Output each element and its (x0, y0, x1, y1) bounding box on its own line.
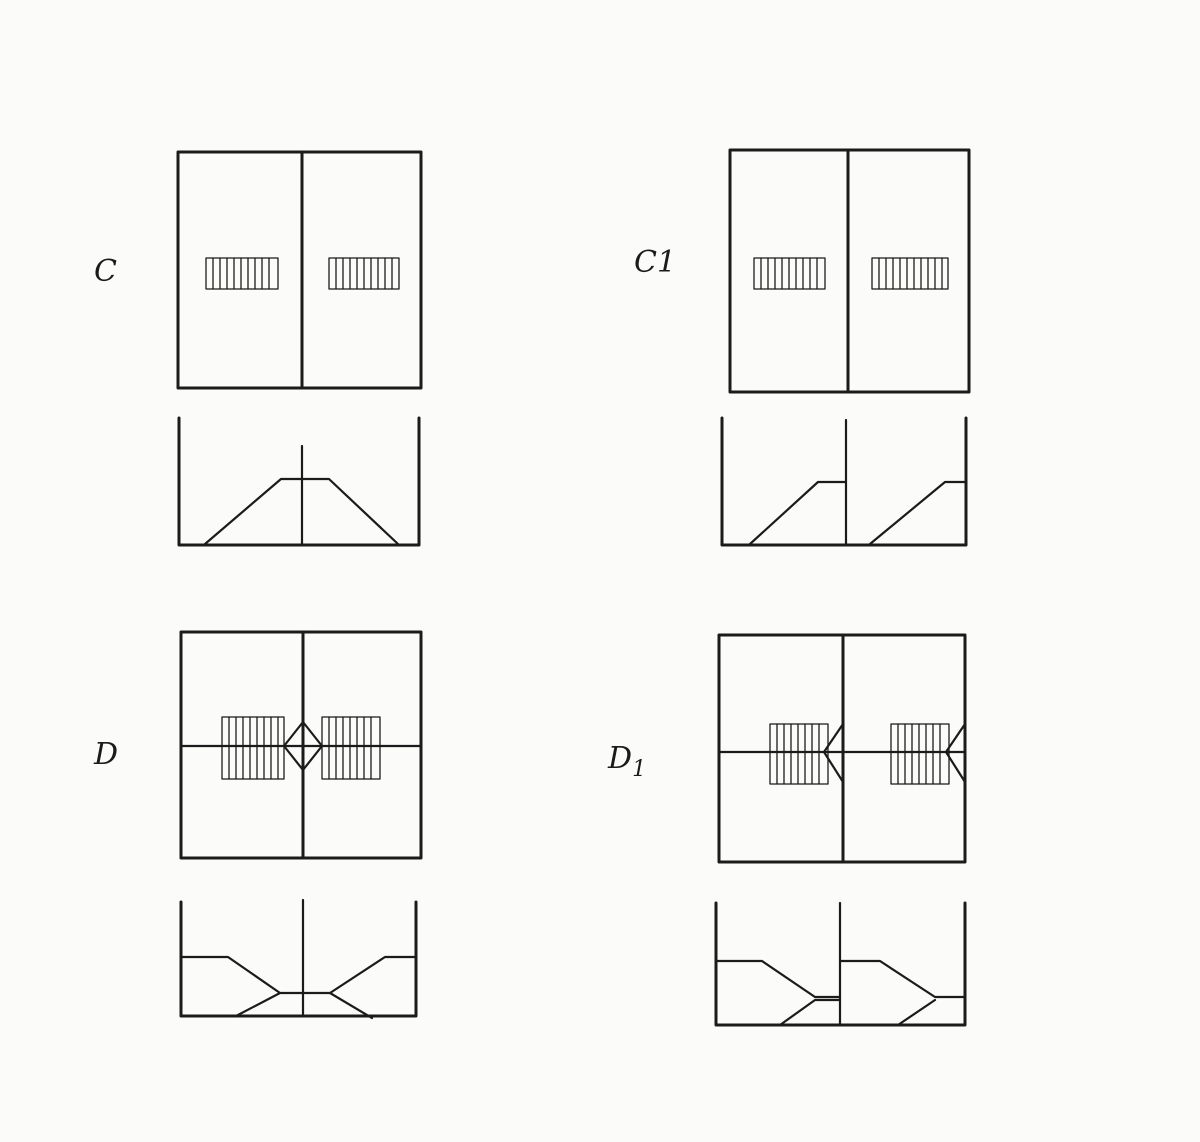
section-c-stair-profile (203, 477, 400, 546)
section-d1-left-upper-flight (714, 959, 842, 999)
plan-c1-outline (728, 148, 971, 394)
section-d-upper-flights (179, 955, 418, 995)
section-d-frame (179, 900, 418, 1018)
panel-d1-plan (717, 633, 967, 864)
label-d1-subscript: 1 (632, 757, 646, 782)
label-d: D (93, 737, 118, 772)
stair-flight-d1-left (769, 722, 845, 785)
label-d1: D1 (607, 741, 646, 782)
plan-d-outline (179, 630, 423, 860)
plan-d-landing-diamond (282, 720, 324, 772)
plan-d1-left-turn (822, 722, 845, 784)
stair-flight-c-left (205, 257, 279, 290)
stair-flight-d-left (221, 716, 285, 780)
plan-c-outline (176, 150, 423, 390)
panel-c-plan (176, 150, 423, 390)
section-c1-left-flight (748, 480, 848, 546)
panel-d-plan (179, 630, 423, 860)
section-c1-right-flight (868, 480, 968, 546)
section-d1-right-lower-flight (896, 998, 937, 1027)
panel-d-section (179, 898, 418, 1020)
panel-c-section (177, 416, 421, 547)
label-c: C (94, 254, 117, 289)
section-d1-left-lower-flight (778, 998, 842, 1027)
panel-c1-section (720, 416, 968, 547)
stair-flight-c1-right (871, 257, 949, 290)
stair-flight-c-right (328, 257, 400, 290)
panel-c1-plan (728, 148, 971, 394)
panel-d1-section (714, 901, 967, 1027)
section-d-lower-flights (234, 991, 374, 1020)
plan-d1-outline (717, 633, 967, 864)
plan-d1-right-turn (944, 722, 967, 784)
section-d1-right-upper-flight (838, 959, 967, 999)
section-c-frame (177, 416, 421, 547)
stair-flight-d1-right (890, 722, 967, 785)
label-c1: C1 (634, 245, 676, 280)
stair-flight-c1-left (753, 257, 826, 290)
stair-flight-d-right (321, 716, 381, 780)
label-d1-main: D (607, 741, 632, 776)
